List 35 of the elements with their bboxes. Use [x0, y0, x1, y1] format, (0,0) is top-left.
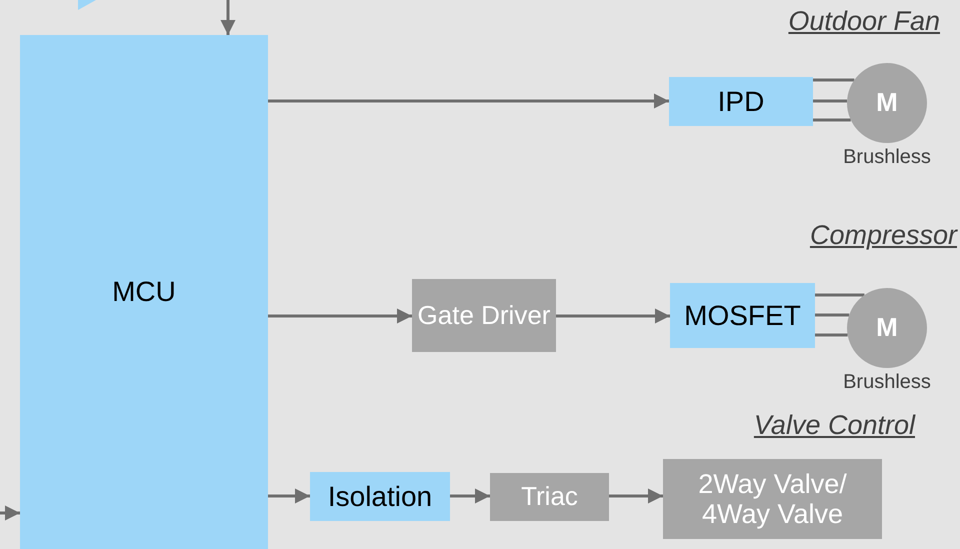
motor-caption: Brushless	[842, 146, 932, 169]
connector-line	[815, 334, 848, 336]
block-box	[663, 459, 882, 539]
arrow	[220, 0, 236, 35]
block-label: Gate Driver	[418, 300, 550, 330]
arrow	[609, 488, 663, 504]
block-label: 2Way Valve/ 4Way Valve	[697, 468, 848, 530]
arrow	[268, 308, 412, 324]
block-label: MOSFET	[684, 300, 801, 332]
block-box	[490, 473, 609, 521]
section-heading: Outdoor Fan	[788, 6, 940, 37]
connector-line	[813, 78, 854, 82]
motor-caption: Brushless	[842, 371, 932, 394]
motor-symbol: M	[876, 313, 898, 343]
connector-line	[813, 100, 848, 102]
block-label: MCU	[112, 276, 176, 308]
block-label: Triac	[521, 482, 578, 512]
arrow	[268, 94, 669, 108]
block-box	[669, 77, 813, 126]
block-box	[20, 35, 268, 549]
block-box	[412, 279, 556, 352]
arrow	[450, 488, 490, 504]
connector-line	[815, 294, 864, 296]
block-box	[670, 283, 815, 348]
motor-symbol: M	[876, 88, 898, 118]
arrow	[0, 506, 20, 520]
section-heading: Valve Control	[754, 410, 915, 441]
block-label: IPD	[718, 86, 764, 118]
connector-line	[815, 314, 850, 316]
connector-line	[813, 118, 851, 122]
arrow	[556, 308, 670, 324]
block-box	[310, 472, 450, 521]
arrow	[268, 488, 310, 504]
block-label: Isolation	[328, 480, 432, 512]
section-heading: Compressor	[810, 220, 957, 251]
